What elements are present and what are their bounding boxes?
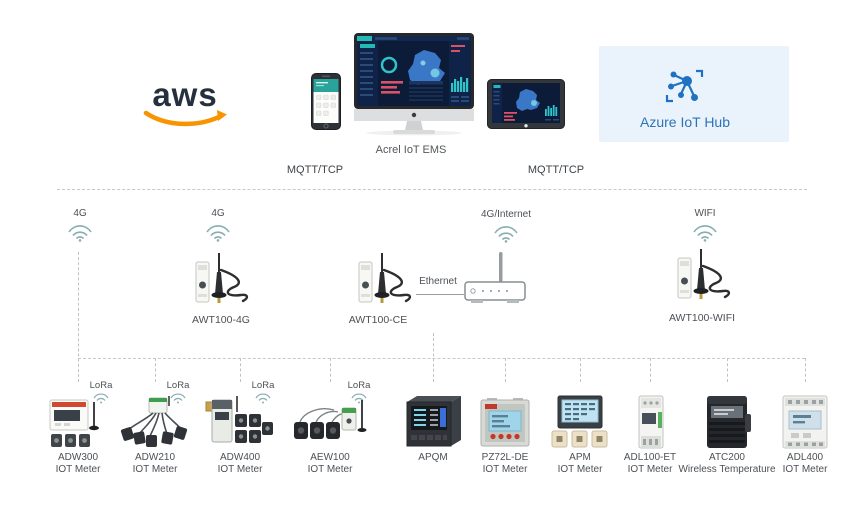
lora-label: LoRa — [251, 380, 275, 391]
lora-badge: LoRa — [157, 381, 199, 409]
meter-type: IOT Meter — [627, 464, 673, 475]
meter-column-adl100: ADL100-ET IOT Meter — [605, 382, 695, 492]
mqtt-tcp-right-label: MQTT/TCP — [527, 164, 585, 176]
azure-iot-hub-icon — [665, 69, 704, 103]
phone-device — [311, 73, 341, 130]
awt100-ce-label: AWT100-CE — [348, 314, 408, 326]
adl100-et-device — [638, 395, 664, 449]
lora-signal-icon — [170, 393, 186, 404]
aws-logo: aws — [140, 76, 230, 135]
meter-type: IOT Meter — [557, 464, 603, 475]
mid-4g-label: 4G — [211, 208, 225, 219]
meter-name: ADW400 — [219, 452, 261, 463]
meter-label: ADL100-ET IOT Meter — [624, 452, 676, 476]
ethernet-label: Ethernet — [419, 276, 457, 287]
bus-stub — [580, 358, 581, 382]
meter-name: ADL100-ET — [623, 452, 677, 463]
bus-stub — [727, 358, 728, 382]
router-device — [464, 252, 526, 303]
meter-column-atc200: ATC200 Wireless Temperature — [678, 382, 776, 492]
lora-signal-icon — [93, 393, 109, 404]
lora-badge: LoRa — [80, 381, 122, 409]
meter-label: ADW400 IOT Meter — [218, 452, 263, 476]
ce-drop-line — [433, 333, 434, 382]
lora-label: LoRa — [89, 380, 113, 391]
awt100-wifi-label: AWT100-WIFI — [668, 312, 736, 324]
ethernet-line — [416, 294, 464, 295]
adw210-device — [120, 396, 188, 447]
adw400-device — [205, 396, 273, 443]
adw300-device — [49, 399, 99, 447]
meter-name: APQM — [418, 452, 448, 463]
left-4g-signal-icon — [68, 225, 92, 242]
internet-signal-icon — [494, 226, 518, 243]
aws-logo-text: aws — [152, 76, 218, 113]
awt100-4g-device — [195, 253, 249, 303]
meter-type: IOT Meter — [132, 464, 178, 475]
meter-column-apm: APM IOT Meter — [535, 382, 625, 492]
pz72l-de-device — [480, 398, 530, 447]
awt100-ce-device — [358, 253, 412, 303]
meter-type: IOT Meter — [307, 464, 353, 475]
atc200-device — [707, 396, 751, 448]
meter-type: IOT Meter — [782, 464, 828, 475]
mid-4g-signal-icon — [206, 225, 230, 242]
apqm-device — [406, 396, 461, 447]
lora-signal-icon — [255, 393, 271, 404]
monitor-device — [354, 33, 474, 136]
awt100-wifi-device — [677, 249, 731, 299]
lora-label: LoRa — [166, 380, 190, 391]
meter-column-adl400: ADL400 IOT Meter — [760, 382, 850, 492]
apm-device — [551, 395, 608, 448]
lora-badge: LoRa — [242, 381, 284, 409]
meter-column-aew100: LoRa AEW100 IOT Meter — [285, 381, 375, 492]
meter-type: IOT Meter — [482, 464, 528, 475]
meter-type: Wireless Temperature — [678, 464, 776, 475]
aew100-device — [294, 400, 367, 439]
meter-label: ADW300 IOT Meter — [56, 452, 101, 476]
meter-type: IOT Meter — [55, 464, 101, 475]
meter-column-adw300: LoRa ADW300 IOT Meter — [33, 381, 123, 492]
wifi-label: WIFI — [694, 208, 716, 219]
aws-smile-icon — [143, 110, 227, 127]
bus-stub — [155, 358, 156, 382]
bus-stub — [240, 358, 241, 382]
meter-bus-line — [78, 358, 805, 359]
meter-type: IOT Meter — [217, 464, 263, 475]
bus-stub — [330, 358, 331, 382]
meter-column-adw210: LoRa — [110, 381, 200, 492]
azure-iot-hub-label: Azure IoT Hub — [639, 114, 731, 130]
meter-name: APM — [569, 452, 591, 463]
acrel-ems-label: Acrel IoT EMS — [375, 144, 447, 156]
meter-column-apqm: APQM — [388, 382, 478, 492]
meter-name: ADW300 — [57, 452, 99, 463]
cloud-separator-line — [57, 189, 807, 190]
meter-name: ATC200 — [709, 452, 745, 463]
internet-label: 4G/Internet — [480, 209, 532, 220]
meter-name: AEW100 — [310, 452, 350, 463]
awt100-4g-label: AWT100-4G — [192, 314, 250, 326]
bus-stub — [505, 358, 506, 382]
bus-stub — [805, 358, 806, 382]
meter-label: APM IOT Meter — [558, 452, 603, 476]
meter-name: ADL400 — [786, 452, 824, 463]
meter-name: ADW210 — [134, 452, 176, 463]
meter-label: AEW100 IOT Meter — [308, 452, 353, 476]
wifi-signal-icon — [693, 225, 717, 242]
meter-column-adw400: LoRa ADW400 IOT Meter — [195, 381, 285, 492]
bus-stub — [650, 358, 651, 382]
left-4g-label: 4G — [73, 208, 87, 219]
meter-label: PZ72L-DE IOT Meter — [482, 452, 529, 476]
meter-label: ADW210 IOT Meter — [133, 452, 178, 476]
lora-label: LoRa — [347, 380, 371, 391]
meter-label: ATC200 Wireless Temperature — [678, 452, 775, 476]
meter-label: ADL400 IOT Meter — [783, 452, 828, 476]
mqtt-tcp-left-label: MQTT/TCP — [286, 164, 344, 176]
meter-column-pz72l: PZ72L-DE IOT Meter — [460, 382, 550, 492]
left-4g-drop-line — [78, 252, 79, 382]
meter-label: APQM — [418, 452, 447, 464]
meter-name: PZ72L-DE — [481, 452, 529, 463]
adl400-device — [782, 395, 828, 449]
tablet-device — [487, 79, 565, 129]
